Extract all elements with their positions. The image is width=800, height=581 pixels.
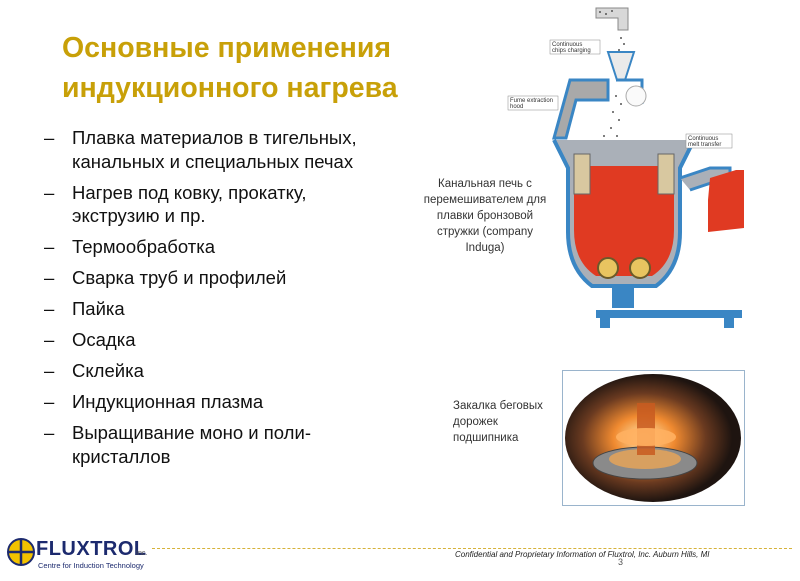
hardening-image [565,374,741,502]
photo-caption: Закалка беговых дорожек подшипника [453,400,543,444]
list-item: Нагрев под ковку, прокатку, экструзию и … [44,181,384,228]
list-item: Осадка [44,328,384,352]
page-number: 3 [618,557,624,567]
channel-furnace-diagram: Continuous chips charging Fume extractio… [507,7,744,328]
logo-inc: Inc. [136,550,148,557]
label-melt-1: Continuous [688,136,718,142]
fluxtrol-logo-icon [7,538,35,566]
list-item: Индукционная плазма [44,390,384,414]
label-fume-2: hood [510,104,523,110]
list-item: Пайка [44,297,384,321]
label-chips-1: Continuous [552,42,582,48]
list-item: Выращивание моно и поли-кристаллов [44,421,384,468]
logo-tagline: Centre for Induction Technology [38,561,144,570]
slide-title-line2: индукционного нагрева [62,72,398,104]
applications-list: Плавка материалов в тигельных, канальных… [44,126,384,476]
label-chips-2: chips charging [552,48,591,54]
footer-divider [152,548,792,549]
list-item: Сварка труб и профилей [44,266,384,290]
slide-title-line1: Основные применения [62,32,391,64]
bearing-hardening-photo [562,370,745,506]
furnace-caption: Канальная печь с перемешивателем для пла… [423,178,547,254]
logo-name: FLUXTROL [36,538,147,560]
confidential-notice: Confidential and Proprietary Information… [455,550,710,559]
list-item: Склейка [44,359,384,383]
list-item: Термообработка [44,235,384,259]
label-fume-1: Fume extraction [510,98,553,104]
list-item: Плавка материалов в тигельных, канальных… [44,126,384,173]
label-melt-2: melt transfer [688,142,721,148]
slide-title: Основные применения индукционного нагрев… [62,28,492,108]
